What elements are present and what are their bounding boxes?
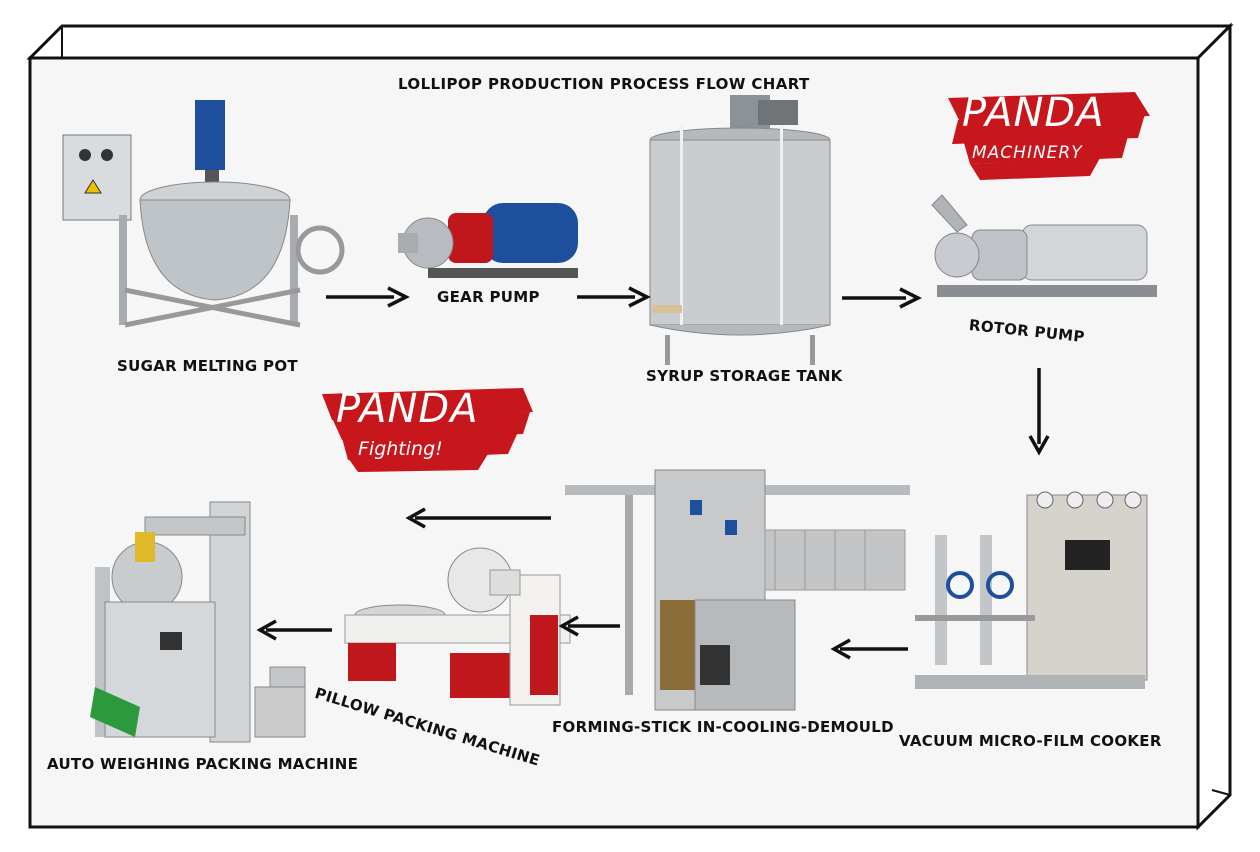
arrow-line-to-packing: [405, 507, 551, 529]
rotor-pump-image: [931, 194, 1157, 297]
arrow-gear-pump-to-tank: [577, 286, 651, 308]
sugar-melting-pot-image: [62, 100, 345, 328]
page-title: LOLLIPOP PRODUCTION PROCESS FLOW CHART: [398, 75, 810, 93]
brush-stroke-icon: [322, 388, 533, 472]
vacuum-cooker-image: [915, 491, 1148, 689]
label-syrup-storage-tank: SYRUP STORAGE TANK: [646, 367, 843, 385]
brush-stroke-icon: [948, 92, 1150, 180]
auto-weighing-machine-image: [90, 501, 306, 743]
syrup-storage-tank-image: [649, 95, 831, 365]
arrow-forming-to-pillow-packing: [558, 615, 620, 637]
label-gear-pump: GEAR PUMP: [437, 288, 540, 306]
logo-panda-text: PANDA: [336, 386, 479, 432]
arrow-tank-to-rotor-pump: [842, 287, 922, 309]
label-forming: FORMING-STICK IN-COOLING-DEMOULD: [552, 718, 894, 736]
label-sugar-melting-pot: SUGAR MELTING POT: [117, 357, 298, 375]
label-auto-weighing: AUTO WEIGHING PACKING MACHINE: [47, 755, 359, 773]
arrow-cooker-to-forming: [830, 638, 908, 660]
panda-machinery-logo: PANDA MACHINERY: [940, 88, 1155, 183]
arrow-rotor-pump-to-cooker: [1028, 368, 1050, 456]
logo-fighting-text: Fighting!: [358, 438, 443, 460]
pillow-packing-machine-image: [344, 547, 571, 706]
forming-machine-image: [565, 469, 910, 711]
panda-fighting-logo: PANDA Fighting!: [318, 382, 540, 474]
logo-panda-text: PANDA: [962, 90, 1105, 136]
logo-machinery-text: MACHINERY: [972, 143, 1083, 163]
gear-pump-image: [398, 203, 578, 278]
arrow-pillow-to-auto-weighing: [256, 619, 332, 641]
arrow-pot-to-gear-pump: [326, 286, 410, 308]
label-vacuum-cooker: VACUUM MICRO-FILM COOKER: [899, 732, 1162, 750]
